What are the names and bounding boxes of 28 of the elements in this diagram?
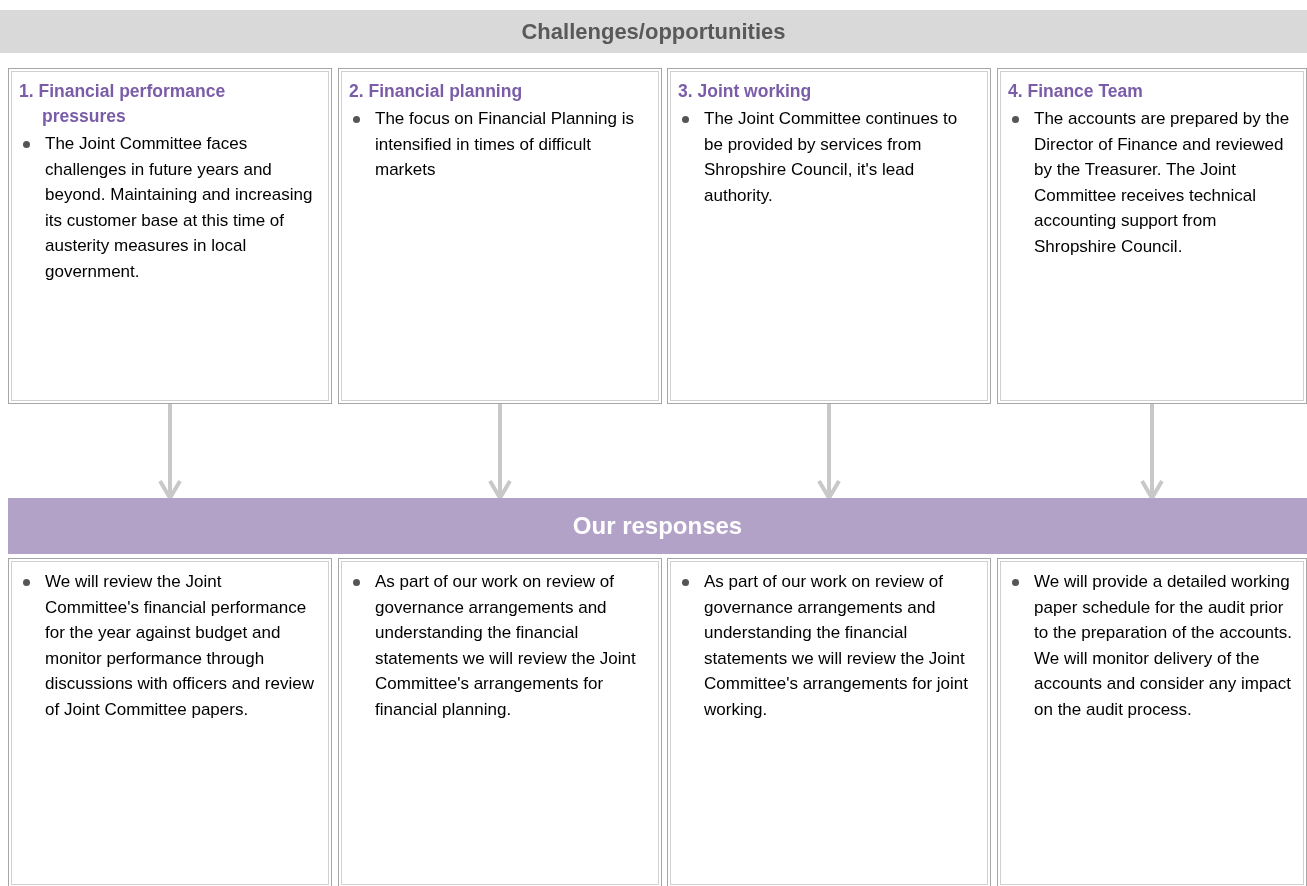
- challenge-card: [667, 68, 991, 404]
- bullet-text: As part of our work on review of governance arrangements and understanding the financial statements we will review the Joint Committee's arrangements for joint working.: [704, 572, 968, 719]
- response-card: [338, 558, 662, 886]
- response-card: [997, 558, 1307, 886]
- bullet-text: The Joint Committee faces challenges in future years and beyond. Maintaining and increasing its customer base at this time of austerity measures in local government.: [45, 134, 313, 281]
- down-arrow: [817, 404, 841, 500]
- heading-band: [8, 498, 1307, 554]
- card-title: 1. Financial performance pressures: [19, 80, 227, 128]
- response-card: [8, 558, 332, 886]
- bullet-text: As part of our work on review of governance arrangements and understanding the financial statements we will review the Joint Committee's arrangements for financial planning.: [375, 572, 636, 719]
- card-title: 2. Financial planning: [349, 80, 524, 103]
- challenge-card: [8, 68, 332, 404]
- down-arrow: [488, 404, 512, 500]
- down-arrow: [1140, 404, 1164, 500]
- section-heading: Our responses: [572, 512, 743, 540]
- heading-band: [0, 10, 1307, 53]
- card-title: 3. Joint working: [678, 80, 813, 103]
- challenge-card: [338, 68, 662, 404]
- card-title: 4. Finance Team: [1008, 80, 1144, 103]
- bullet-text: We will provide a detailed working paper schedule for the audit prior to the preparation of the accounts. We will monitor delivery of the accounts and consider any impact on the audit process.: [1034, 572, 1292, 719]
- bullet-text: The accounts are prepared by the Director of Finance and reviewed by the Treasurer. The Joint Committee receives technical accounting support from Shropshire Council.: [1034, 109, 1290, 256]
- challenge-card: [997, 68, 1307, 404]
- down-arrow: [158, 404, 182, 500]
- bullet-text: We will review the Joint Committee's financial performance for the year against budget and monitor performance through discussions with officers and review of Joint Committee papers.: [45, 572, 314, 719]
- response-card: [667, 558, 991, 886]
- bullet-text: The focus on Financial Planning is intensified in times of difficult markets: [375, 109, 634, 179]
- bullet-text: The Joint Committee continues to be provided by services from Shropshire Council, it's lead authority.: [704, 109, 958, 205]
- section-heading: Challenges/opportunities: [521, 18, 786, 45]
